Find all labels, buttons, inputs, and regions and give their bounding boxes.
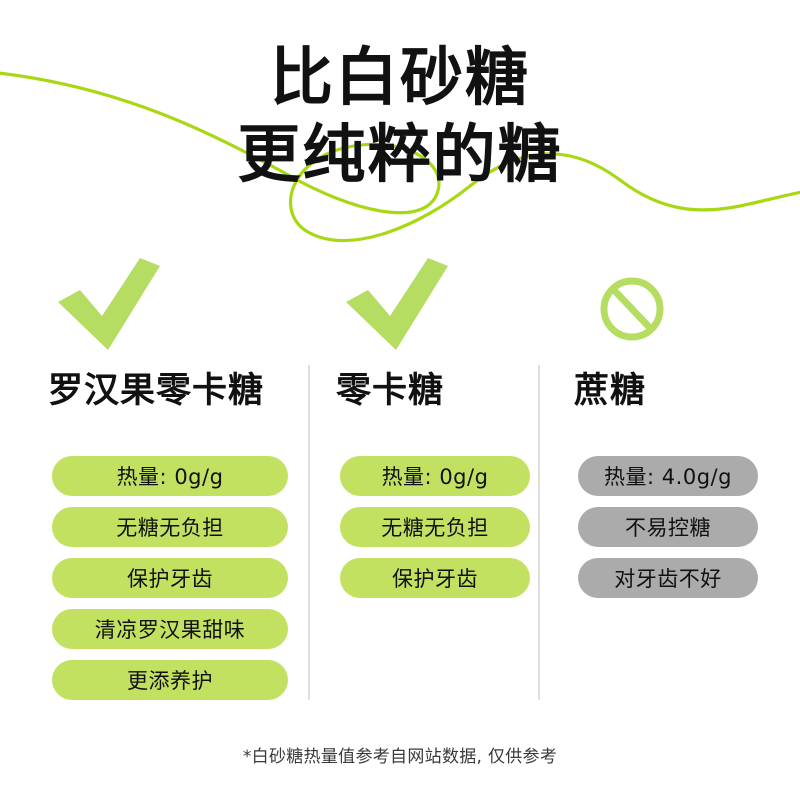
comparison-column-sucrose: 蔗糖 热量: 4.0g/g 不易控糖 对牙齿不好 xyxy=(556,258,786,728)
check-mark-icon xyxy=(342,258,452,354)
column-divider-2 xyxy=(538,365,540,700)
prohibition-icon xyxy=(580,258,690,354)
comparison-table: 罗汉果零卡糖 热量: 0g/g 无糖无负担 保护牙齿 清凉罗汉果甜味 更添养护 … xyxy=(0,258,800,728)
feature-pill: 热量: 0g/g xyxy=(340,456,530,496)
column-divider-1 xyxy=(308,365,310,700)
comparison-column-luohanguo-zero-cal-sugar: 罗汉果零卡糖 热量: 0g/g 无糖无负担 保护牙齿 清凉罗汉果甜味 更添养护 xyxy=(30,258,302,728)
comparison-column-zero-cal-sugar: 零卡糖 热量: 0g/g 无糖无负担 保护牙齿 xyxy=(318,258,538,728)
check-mark-icon xyxy=(54,258,164,354)
feature-pill: 热量: 0g/g xyxy=(52,456,288,496)
feature-pill: 不易控糖 xyxy=(578,507,758,547)
feature-pill: 无糖无负担 xyxy=(340,507,530,547)
feature-pill: 保护牙齿 xyxy=(52,558,288,598)
column-title: 零卡糖 xyxy=(336,371,445,411)
feature-pill: 更添养护 xyxy=(52,660,288,700)
feature-pill-list: 热量: 0g/g 无糖无负担 保护牙齿 清凉罗汉果甜味 更添养护 xyxy=(52,456,288,711)
feature-pill-list: 热量: 4.0g/g 不易控糖 对牙齿不好 xyxy=(578,456,758,609)
page-title: 比白砂糖 更纯粹的糖 xyxy=(0,46,800,186)
headline-line-2: 更纯粹的糖 xyxy=(237,118,563,191)
feature-pill-list: 热量: 0g/g 无糖无负担 保护牙齿 xyxy=(340,456,530,609)
column-title: 罗汉果零卡糖 xyxy=(48,371,265,411)
feature-pill: 对牙齿不好 xyxy=(578,558,758,598)
column-title: 蔗糖 xyxy=(574,371,647,411)
feature-pill: 清凉罗汉果甜味 xyxy=(52,609,288,649)
footnote-disclaimer: *白砂糖热量值参考自网站数据, 仅供参考 xyxy=(242,747,558,767)
headline-line-1: 比白砂糖 xyxy=(270,41,530,114)
feature-pill: 无糖无负担 xyxy=(52,507,288,547)
feature-pill: 热量: 4.0g/g xyxy=(578,456,758,496)
feature-pill: 保护牙齿 xyxy=(340,558,530,598)
